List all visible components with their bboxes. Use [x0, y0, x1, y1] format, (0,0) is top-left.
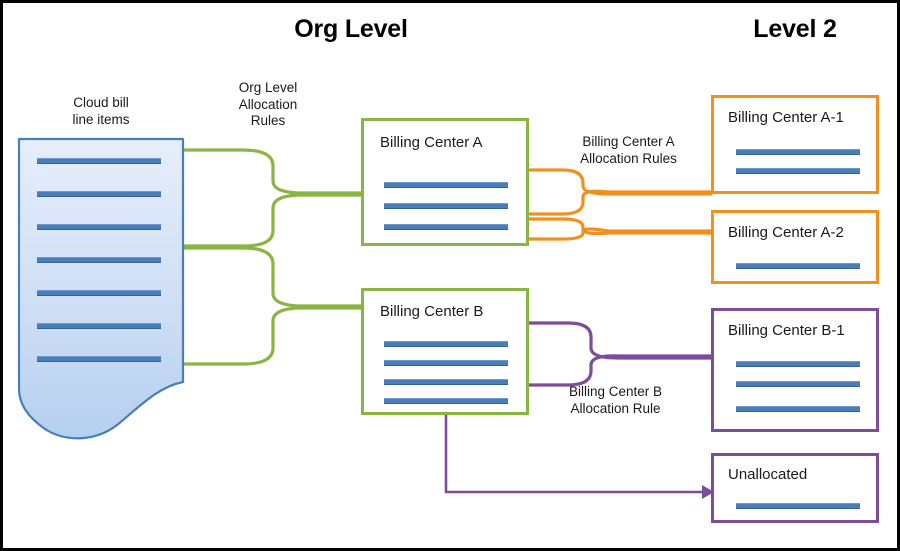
box-line-item [384, 203, 508, 209]
bill-line-item [37, 257, 161, 263]
caption-org-level-allocation-rules: Org Level Allocation Rules [238, 80, 298, 128]
box-billing-center-a-2[interactable]: Billing Center A-2 [711, 210, 879, 284]
title-org-level: Org Level [294, 15, 408, 43]
box-unallocated[interactable]: Unallocated [711, 453, 879, 523]
box-billing-center-a[interactable]: Billing Center A [361, 118, 529, 246]
box-line-item [384, 182, 508, 188]
connector-org-to-billing-center-a [177, 148, 363, 248]
box-billing-center-a-1[interactable]: Billing Center A-1 [711, 95, 879, 194]
box-unallocated-label: Unallocated [728, 466, 808, 483]
box-billing-center-b[interactable]: Billing Center B [361, 288, 529, 415]
box-line-item [384, 341, 508, 347]
connector-a-to-a2 [506, 217, 713, 241]
bill-line-item [37, 224, 161, 230]
bill-line-item [37, 356, 161, 362]
cloud-bill-shape-svg [17, 137, 185, 440]
caption-cloud-bill: Cloud bill line items [72, 95, 130, 127]
connector-org-to-billing-center-b [177, 246, 363, 366]
bill-line-item [37, 158, 161, 164]
connector-a-to-a1 [506, 168, 713, 216]
box-billing-center-b-1-label: Billing Center B-1 [728, 322, 845, 339]
box-line-item [736, 361, 860, 367]
bill-line-item [37, 323, 161, 329]
box-billing-center-b-label: Billing Center B [380, 303, 484, 320]
caption-billing-center-a-allocation-rules: Billing Center A Allocation Rules [580, 134, 677, 166]
bill-line-item [37, 191, 161, 197]
cloud-bill-document [17, 137, 185, 440]
box-line-item [736, 149, 860, 155]
box-billing-center-a-label: Billing Center A [380, 134, 483, 151]
caption-billing-center-b-allocation-rule: Billing Center B Allocation Rule [568, 384, 663, 416]
box-line-item [384, 398, 508, 404]
title-level-2: Level 2 [753, 15, 837, 43]
box-line-item [384, 360, 508, 366]
box-line-item [384, 379, 508, 385]
box-line-item [384, 224, 508, 230]
connector-b-to-b1 [506, 321, 713, 387]
box-line-item [736, 406, 860, 412]
box-billing-center-a-2-label: Billing Center A-2 [728, 224, 844, 241]
box-line-item [736, 168, 860, 174]
box-billing-center-a-1-label: Billing Center A-1 [728, 109, 844, 126]
box-billing-center-b-1[interactable]: Billing Center B-1 [711, 308, 879, 432]
bill-line-item [37, 290, 161, 296]
box-line-item [736, 381, 860, 387]
box-line-item [736, 503, 860, 509]
box-line-item [736, 263, 860, 269]
